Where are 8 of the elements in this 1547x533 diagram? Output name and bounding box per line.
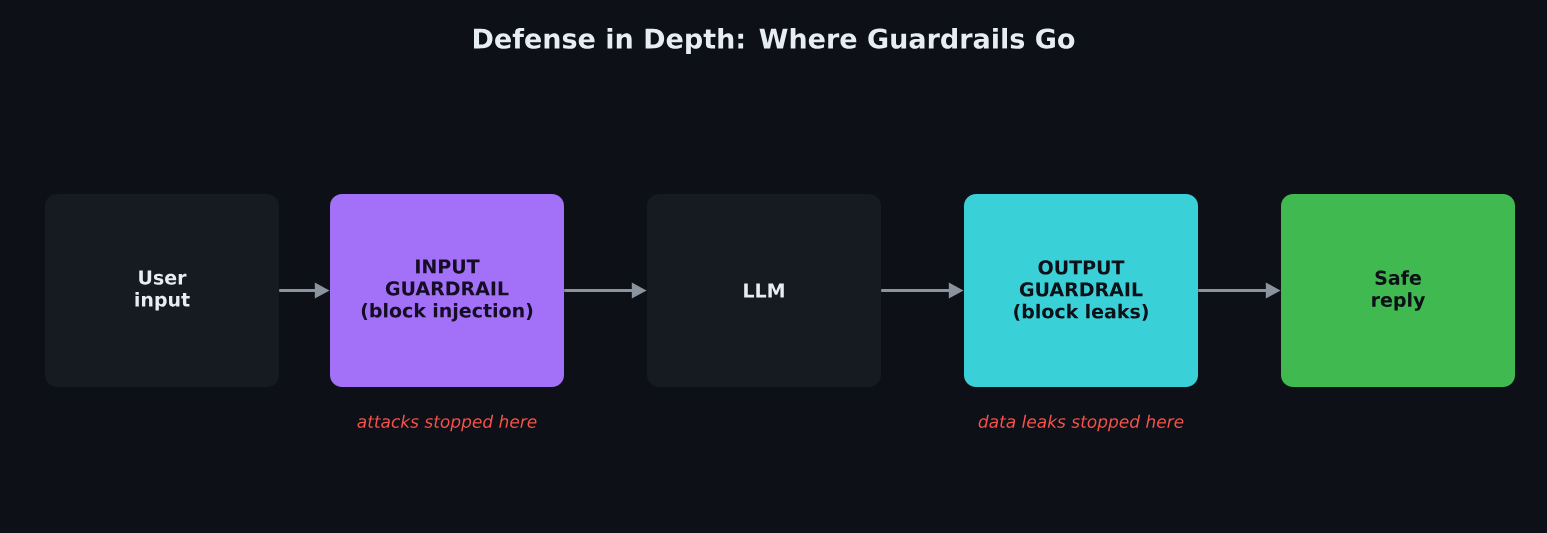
process-box: LLM — [647, 194, 881, 387]
process-box: User input — [45, 194, 279, 387]
annotation: data leaks stopped here — [978, 414, 1184, 432]
annotation: attacks stopped here — [357, 414, 537, 432]
process-box: Safe reply — [1281, 194, 1515, 387]
title: Defense in Depth: Where Guardrails Go — [474, 27, 1075, 55]
process-box: OUTPUT GUARDRAIL (block leaks) — [964, 194, 1198, 387]
process-box: INPUT GUARDRAIL (block injection) — [330, 194, 564, 387]
